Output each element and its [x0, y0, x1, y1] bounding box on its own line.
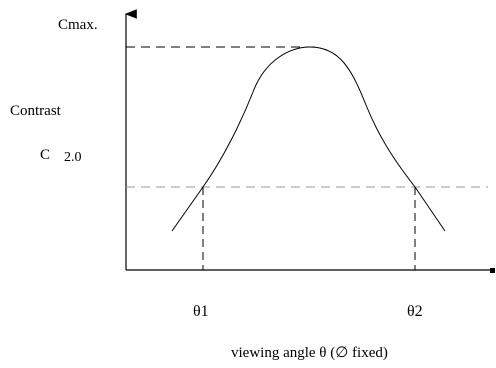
c-value-label: 2.0 — [64, 150, 82, 165]
c-symbol-label: C — [40, 147, 51, 163]
cmax-label: Cmax. — [58, 17, 98, 33]
theta2-label: θ2 — [407, 303, 423, 320]
theta1-label: θ1 — [193, 303, 209, 320]
x-axis-end-tick — [490, 268, 495, 273]
contrast-curve — [171, 46, 446, 232]
contrast-label: Contrast — [10, 103, 61, 119]
x-axis-label: viewing angle θ (∅ fixed) — [231, 345, 388, 361]
